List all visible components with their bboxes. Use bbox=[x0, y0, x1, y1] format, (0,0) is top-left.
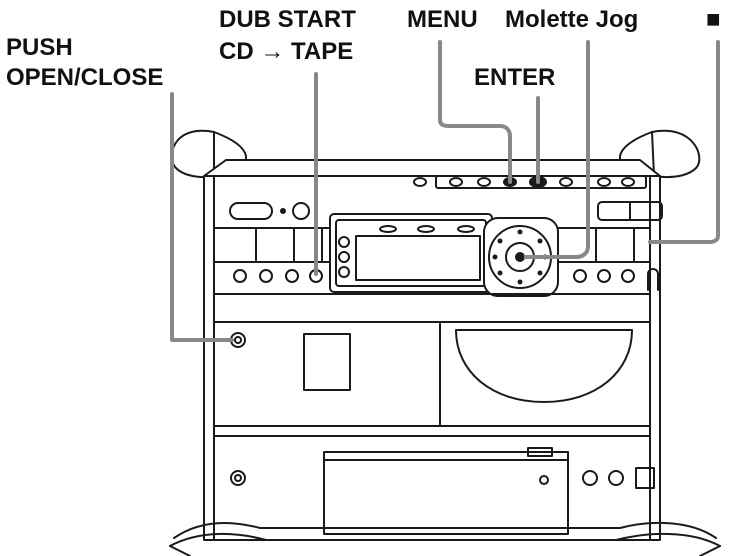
label-dub-start: DUB START bbox=[219, 6, 356, 33]
label-jog-dial: Molette Jog bbox=[505, 6, 639, 33]
label-menu: MENU bbox=[407, 6, 478, 33]
lcd-screen bbox=[355, 235, 481, 281]
cassette-slot bbox=[323, 451, 569, 535]
leader-stop bbox=[648, 40, 720, 244]
label-cd-to-tape: CD → TAPE bbox=[219, 38, 354, 65]
leader-jog bbox=[518, 40, 590, 259]
leader-open-close bbox=[170, 92, 234, 342]
label-stop: ■ bbox=[706, 6, 721, 33]
headphone-jack bbox=[230, 470, 246, 486]
cd-window bbox=[455, 329, 633, 403]
leader-lines bbox=[170, 40, 720, 342]
left-handle bbox=[170, 129, 215, 178]
label-open-close: OPEN/CLOSE bbox=[6, 64, 164, 91]
right-handle bbox=[651, 129, 701, 178]
tape-window bbox=[303, 333, 351, 391]
label-push: PUSH bbox=[6, 34, 73, 61]
label-enter: ENTER bbox=[474, 64, 556, 91]
top-button-strip bbox=[435, 175, 647, 189]
leader-menu bbox=[438, 40, 512, 184]
